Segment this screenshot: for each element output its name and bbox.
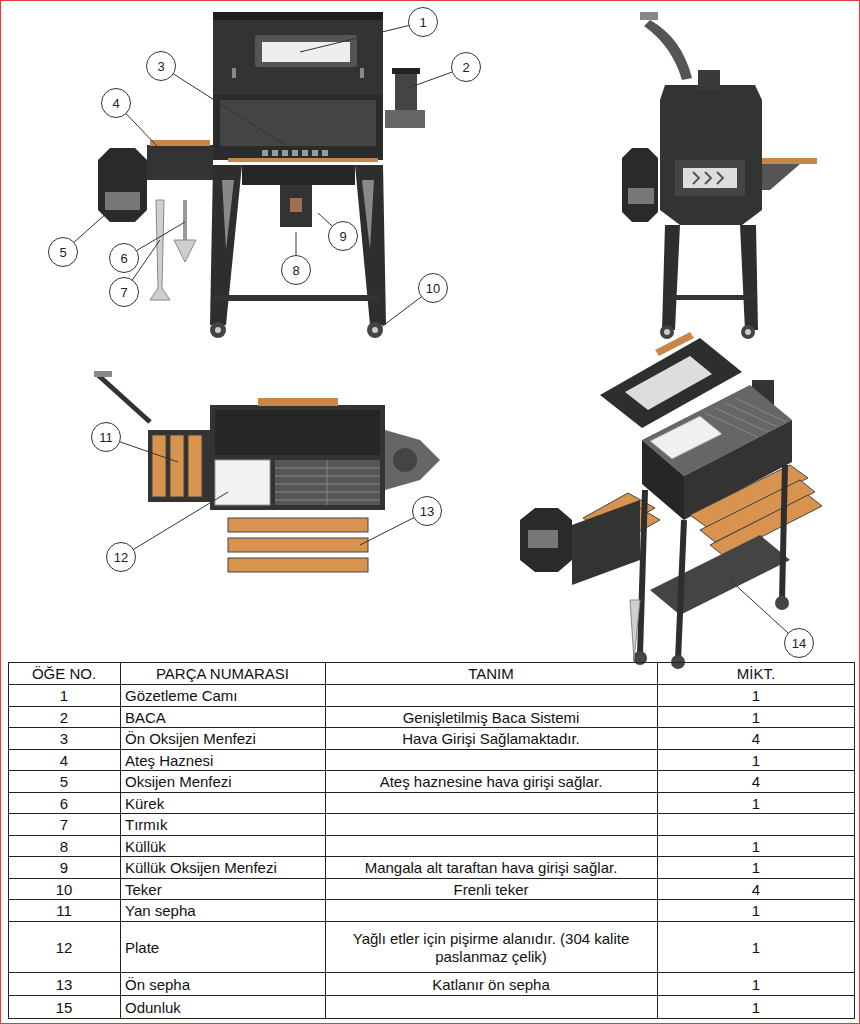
table-header: PARÇA NUMARASI	[124, 665, 321, 683]
table-cell: 7	[12, 816, 116, 834]
table-cell: 1	[661, 838, 851, 856]
table-header: MİKT.	[661, 665, 851, 683]
table-cell: Hava Girişi Sağlamaktadır.	[329, 730, 653, 748]
table-cell: Yan sepha	[124, 902, 321, 920]
table-cell: 1	[661, 709, 851, 727]
callout-circle: 4	[101, 88, 131, 118]
table-cell: 1	[12, 687, 116, 705]
table-cell: Küllük Oksijen Menfezi	[124, 859, 321, 877]
table-cell: 4	[661, 881, 851, 899]
table-cell: 6	[12, 795, 116, 813]
callout-circle: 6	[109, 243, 139, 273]
callout-circle: 10	[418, 273, 448, 303]
table-cell: Yağlı etler için pişirme alanıdır. (304 …	[329, 930, 653, 965]
table-cell: 1	[661, 687, 851, 705]
leader-lines	[63, 22, 799, 643]
callout-circle: 11	[91, 422, 121, 452]
callout-number: 2	[462, 61, 469, 74]
callout-circle: 9	[328, 221, 358, 251]
callout-number: 9	[339, 230, 346, 243]
table-cell: 1	[661, 795, 851, 813]
callout-circle: 8	[281, 255, 311, 285]
table-cell: 10	[12, 881, 116, 899]
table-cell: Tırmık	[124, 816, 321, 834]
side-view	[622, 12, 817, 339]
callout-number: 3	[157, 60, 164, 73]
table-cell: 11	[12, 902, 116, 920]
table-cell: 9	[12, 859, 116, 877]
callout-number: 6	[120, 252, 127, 265]
table-cell: Ateş Haznesi	[124, 752, 321, 770]
table-cell: 1	[661, 999, 851, 1017]
callout-circle: 14	[784, 628, 814, 658]
table-cell: Mangala alt taraftan hava girişi sağlar.	[329, 859, 653, 877]
callout-number: 14	[792, 637, 806, 650]
callout-circle: 12	[106, 542, 136, 572]
table-header: TANIM	[329, 665, 653, 683]
callout-number: 1	[419, 16, 426, 29]
callout-circle: 7	[109, 277, 139, 307]
table-cell: Frenli teker	[329, 881, 653, 899]
callout-circle: 13	[412, 496, 442, 526]
callout-number: 5	[59, 246, 66, 259]
table-cell: 1	[661, 902, 851, 920]
callout-number: 10	[426, 282, 440, 295]
table-cell: Teker	[124, 881, 321, 899]
table-cell: 4	[661, 730, 851, 748]
callout-number: 8	[292, 264, 299, 277]
table-cell: Kürek	[124, 795, 321, 813]
callout-circle: 1	[408, 7, 438, 37]
table-cell: 5	[12, 773, 116, 791]
table-cell: Ateş haznesine hava girişi sağlar.	[329, 773, 653, 791]
table-cell: 4	[12, 752, 116, 770]
table-cell: 12	[12, 939, 116, 957]
table-cell: Ön Oksijen Menfezi	[124, 730, 321, 748]
table-cell: Oksijen Menfezi	[124, 773, 321, 791]
front-view	[98, 12, 425, 338]
table-cell: Plate	[124, 939, 321, 957]
callout-number: 12	[114, 551, 128, 564]
table-cell: 1	[661, 939, 851, 957]
isometric-view	[520, 332, 822, 669]
callout-number: 7	[120, 286, 127, 299]
table-cell: 4	[661, 773, 851, 791]
table-cell: Küllük	[124, 838, 321, 856]
callout-number: 11	[99, 431, 113, 444]
callout-number: 13	[420, 505, 434, 518]
callout-circle: 3	[146, 51, 176, 81]
top-view	[94, 371, 440, 572]
callout-circle: 5	[48, 237, 78, 267]
table-cell: 2	[12, 709, 116, 727]
callout-number: 4	[112, 97, 119, 110]
table-cell: 8	[12, 838, 116, 856]
callout-circle: 2	[451, 52, 481, 82]
table-cell: Gözetleme Camı	[124, 687, 321, 705]
table-cell: 15	[12, 999, 116, 1017]
table-cell: BACA	[124, 709, 321, 727]
table-cell: 13	[12, 976, 116, 994]
table-cell: 1	[661, 752, 851, 770]
table-cell: 3	[12, 730, 116, 748]
table-cell: Genişletilmiş Baca Sistemi	[329, 709, 653, 727]
table-cell: 1	[661, 976, 851, 994]
table-cell: Katlanır ön sepha	[329, 976, 653, 994]
table-header: ÖĞE NO.	[12, 665, 116, 683]
table-cell: 1	[661, 859, 851, 877]
table-grid	[8, 662, 855, 1019]
table-cell: Odunluk	[124, 999, 321, 1017]
table-cell: Ön sepha	[124, 976, 321, 994]
